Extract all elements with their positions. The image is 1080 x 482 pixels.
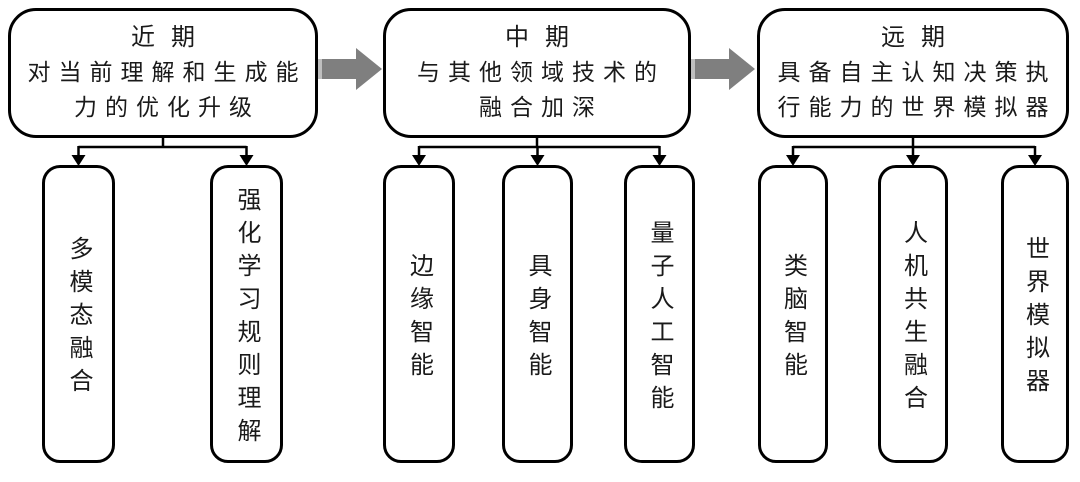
child-label: 强化学习规则理解 bbox=[233, 186, 259, 451]
child-label: 人机共生融合 bbox=[899, 219, 926, 418]
phase-box-long-term: 远期 具备自主认知决策执 行能力的世界模拟器 bbox=[757, 8, 1069, 138]
phase-desc-line: 力的优化升级 bbox=[74, 95, 260, 120]
flow-arrow-icon bbox=[318, 48, 382, 90]
phase-desc-line: 与其他领域技术的 bbox=[417, 60, 665, 85]
child-box-brain-inspired-intelligence: 类脑智能 bbox=[758, 165, 828, 463]
branch-connector-long-term bbox=[791, 136, 1037, 157]
phase-title: 近期 bbox=[131, 25, 211, 51]
phase-desc-line: 行能力的世界模拟器 bbox=[777, 95, 1057, 120]
phase-desc-line: 具备自主认知决策执 bbox=[777, 60, 1057, 85]
phase-desc-line: 对当前理解和生成能 bbox=[27, 60, 307, 85]
phase-desc-line: 融合加深 bbox=[479, 95, 603, 120]
child-box-rl-rule-understanding: 强化学习规则理解 bbox=[210, 165, 283, 463]
child-box-embodied-intelligence: 具身智能 bbox=[502, 165, 573, 463]
phase-title: 中期 bbox=[505, 25, 585, 51]
child-box-multimodal-fusion: 多模态融合 bbox=[42, 165, 115, 463]
child-label: 多模态融合 bbox=[65, 236, 91, 401]
branch-arrowheads-long-term bbox=[786, 155, 1042, 166]
branch-arrowheads-near-term bbox=[71, 155, 254, 166]
branch-connector-near-term bbox=[77, 136, 248, 157]
child-label: 边缘智能 bbox=[405, 252, 432, 385]
child-box-human-machine-symbiosis: 人机共生融合 bbox=[878, 165, 948, 463]
child-box-quantum-ai: 量子人工智能 bbox=[624, 165, 695, 463]
child-box-edge-intelligence: 边缘智能 bbox=[383, 165, 455, 463]
branch-connector-mid-term bbox=[417, 136, 661, 157]
child-label: 世界模拟器 bbox=[1021, 236, 1048, 401]
child-box-world-simulator: 世界模拟器 bbox=[1001, 165, 1069, 463]
child-label: 具身智能 bbox=[524, 252, 550, 385]
child-label: 量子人工智能 bbox=[646, 219, 672, 418]
flow-arrow-icon bbox=[691, 48, 755, 90]
phase-title: 远期 bbox=[881, 25, 961, 51]
child-label: 类脑智能 bbox=[779, 252, 806, 385]
branch-arrowheads-mid-term bbox=[412, 155, 667, 166]
phase-box-mid-term: 中期 与其他领域技术的 融合加深 bbox=[383, 8, 691, 138]
phase-box-near-term: 近期 对当前理解和生成能 力的优化升级 bbox=[8, 8, 318, 138]
